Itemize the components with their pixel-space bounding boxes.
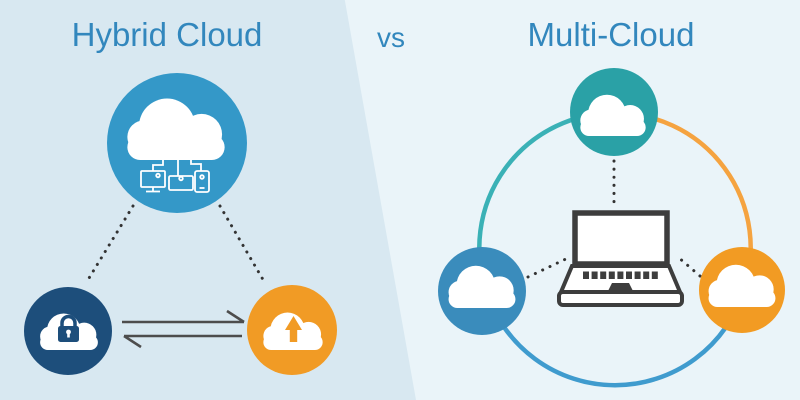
ring-arc-blue	[483, 287, 747, 388]
hybrid-cloud-title: Hybrid Cloud	[71, 16, 263, 53]
dotted-link-top-to-left	[84, 204, 135, 285]
orange-cloud-icon	[699, 247, 785, 333]
private-lock-cloud-icon	[24, 287, 112, 375]
multi-cloud-title: Multi-Cloud	[527, 16, 695, 53]
upload-arrow-icon	[285, 316, 302, 342]
laptop-keys	[583, 271, 658, 291]
public-cloud-with-devices-icon	[107, 73, 247, 213]
dotted-link-left-to-laptop	[526, 255, 572, 279]
dotted-link-top-to-right	[218, 204, 267, 285]
multi-cloud-diagram	[438, 68, 785, 388]
bidirectional-exchange-arrows	[122, 309, 245, 349]
vs-separator: vs	[377, 22, 405, 53]
blue-cloud-icon	[438, 247, 526, 335]
laptop-icon	[557, 210, 684, 307]
teal-cloud-icon	[570, 68, 658, 156]
dotted-link-right-to-laptop	[676, 255, 702, 278]
lock-icon	[58, 314, 79, 342]
hybrid-cloud-diagram	[24, 73, 337, 375]
upload-cloud-icon	[247, 285, 337, 375]
